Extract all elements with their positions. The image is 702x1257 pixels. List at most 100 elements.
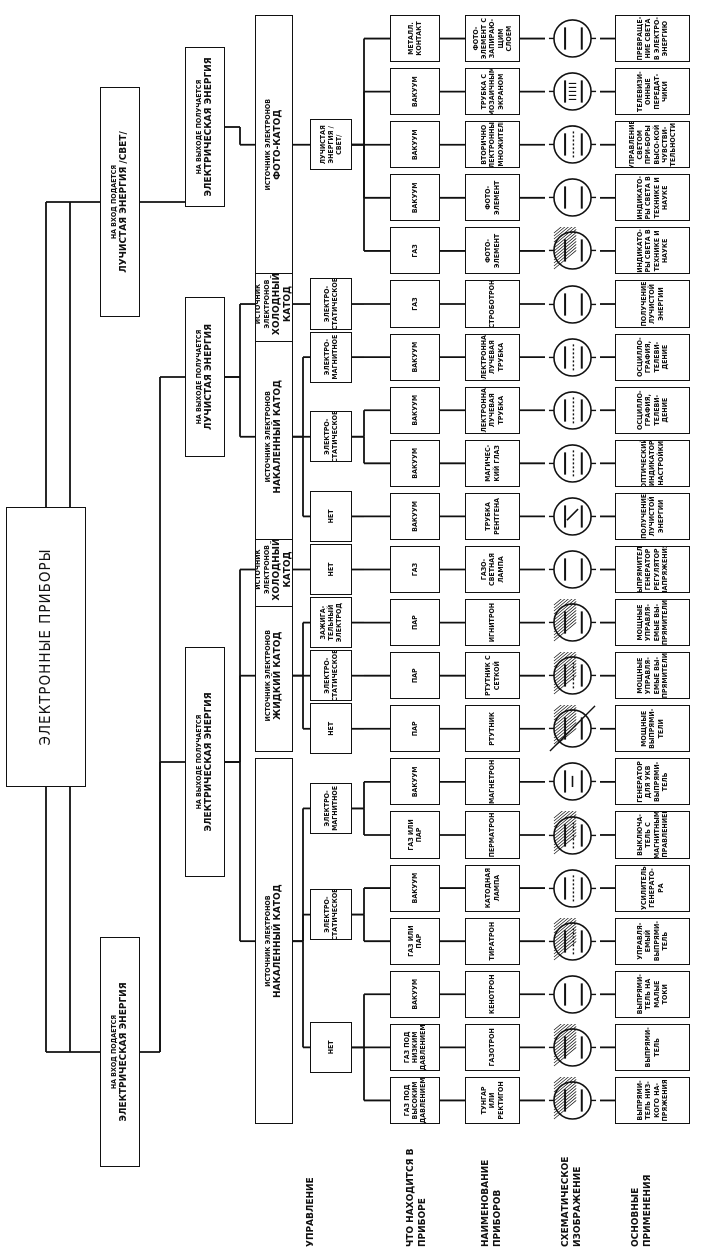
medium-box: ВАКУУМ (390, 758, 440, 806)
source-label-big: НАКАЛЕННЫЙ КАТОД (272, 884, 284, 998)
tube-symbol-vac (548, 974, 597, 1014)
device-name-box: КЕНОТРОН (465, 970, 520, 1018)
application-box: МОЩНЫЕ УПРАВЛЯ-ЕМЫЕ ВЫ-ПРЯМИТЕЛИ (615, 599, 690, 647)
row-label-uses: ОСНОВНЫЕ ПРИМЕНЕНИЯ (630, 1174, 653, 1247)
device-name-box: ФОТО-ЭЛЕМЕНТ (465, 174, 520, 222)
device-name-box: ВТОРИЧНО ЭЛЕКТРОННЫЙ УМНОЖИТЕЛЬ (465, 121, 520, 169)
source-label-small: ИСТОЧНИК ЭЛЕКТРОНОВ (255, 545, 271, 595)
device-name-box: КАТОДНАЯ ЛАМПА (465, 864, 520, 912)
application-box: ПОЛУЧЕНИЕ ЛУЧИСТОЙ ЭНЕРГИИ (615, 492, 690, 540)
medium-box: ГАЗ ПОД НИЗКИМ ДАВЛЕНИЕМ (390, 1023, 440, 1071)
device-name-box: ИГНИТРОН (465, 599, 520, 647)
tube-symbol-eye (548, 443, 597, 483)
source-label-big: ФОТО-КАТОД (272, 109, 284, 180)
tube-symbol-crt (548, 337, 597, 377)
tube-symbol-gas (548, 599, 597, 642)
medium-box: ВАКУУМ (390, 174, 440, 222)
row-label-control: УПРАВЛЕНИЕ (305, 1177, 316, 1247)
medium-box: ВАКУУМ (390, 439, 440, 487)
medium-box: ВАКУУМ (390, 386, 440, 434)
medium-box: ВАКУУМ (390, 121, 440, 169)
output-label-small: НА ВЫХОДЕ ПОЛУЧАЕТСЯ (195, 329, 204, 425)
diagram-title-text: ЭЛЕКТРОННЫЕ ПРИБОРЫ (36, 548, 55, 746)
application-box: ВЫКЛЮЧА-ТЕЛЬ С МАГНИТНЫМ УПРАВЛЕНИЕМ (615, 811, 690, 859)
tube-symbol-triode (548, 868, 597, 908)
application-box: ОСЦИЛЛО-ГРАФИЯ, ТЕЛЕВИ-ДЕНИЕ (615, 333, 690, 381)
output-light-box: НА ВЫХОДЕ ПОЛУЧАЕТСЯ ЛУЧИСТАЯ ЭНЕРГИЯ (185, 297, 225, 457)
device-name-box: МАГНЕТРОН (465, 758, 520, 806)
application-box: ГЕНЕРАТОР ДЛЯ УКВ ВЫПРЯМИ-ТЕЛЬ (615, 758, 690, 806)
device-name-box: ФОТО-ЭЛЕМЕНТ С ЗАПИРАЮ-ЩИМ СЛОЕМ (465, 15, 520, 63)
tube-symbol-gasgrid (548, 652, 597, 696)
output-label-small: НА ВЫХОДЕ ПОЛУЧАЕТСЯ (195, 714, 204, 810)
control-box: НЕТ (310, 1021, 352, 1073)
medium-box: ГАЗ (390, 545, 440, 594)
device-name-box: ЭЛЕКТРОННАЯ ЛУЧЕВАЯ ТРУБКА (465, 386, 520, 434)
medium-box: ВАКУУМ (390, 970, 440, 1018)
medium-box: ГАЗ ИЛИ ПАР (390, 811, 440, 859)
input-label-big: ЛУЧИСТАЯ ЭНЕРГИЯ /СВЕТ/ (118, 131, 130, 273)
application-box: ОПТИЧЕСКИЙ ИНДИКАТОР НАСТРОЙКИ (615, 439, 690, 487)
medium-box: ГАЗ ПОД ВЫСОКИМ ДАВЛЕНИЕМ (390, 1076, 440, 1124)
output-label-big: ЭЛЕКТРИЧЕСКАЯ ЭНЕРГИЯ (203, 692, 215, 832)
tube-symbol-photo (548, 178, 597, 218)
tube-symbol-gasgrid (548, 917, 597, 961)
tube-symbol-photo (548, 19, 597, 58)
application-box: МОЩНЫЕ УПРАВЛЯ-ЕМЫЕ ВЫ-ПРЯМИТЕЛИ (615, 652, 690, 700)
control-box: НЕТ (310, 490, 352, 542)
tube-symbol-crt (548, 390, 597, 430)
device-name-box: МАГИЧЕС-КИЙ ГЛАЗ (465, 439, 520, 487)
output-label-big: ЭЛЕКТРИЧЕСКАЯ ЭНЕРГИЯ (203, 57, 215, 197)
application-box: УСИЛИТЕЛЬ ГЕНЕРАТО-РА (615, 864, 690, 912)
source-label-big: ХОЛОДНЫЙ КАТОД (270, 538, 293, 601)
tube-symbol-gas (548, 1023, 597, 1067)
application-box: ВЫПРЯМИ-ТЕЛЬ НИЗ-КОГО НА-ПРЯЖЕНИЯ (615, 1076, 690, 1124)
tube-symbol-gas (548, 1076, 597, 1120)
device-name-box: ФОТО-ЭЛЕМЕНТ (465, 227, 520, 275)
device-name-box: РТУТНИК (465, 705, 520, 753)
row-label-device-name: НАИМЕНОВАНИЕ ПРИБОРОВ (480, 1159, 503, 1247)
medium-box: ПАР (390, 705, 440, 753)
control-box: НЕТ (310, 543, 352, 596)
application-box: ИНДИКАТО-РЫ СВЕТА В ТЕХНИКЕ И НАУКЕ (615, 227, 690, 275)
row-label-symbol: СХЕМАТИЧЕСКОЕ ИЗОБРАЖЕНИЕ (560, 1156, 583, 1247)
medium-box: МЕТАЛЛ. КОНТАКТ (390, 15, 440, 63)
application-box: ПРЕВРАЩЕ-НИЕ СВЕТА В ЭЛЕКТРО-ЭНЕРГИЮ (615, 15, 690, 63)
application-box: ОСЦИЛЛО-ГРАФИЯ, ТЕЛЕВИ-ДЕНИЕ (615, 386, 690, 434)
device-name-box: ЭЛЕКТРОННАЯ ЛУЧЕВАЯ ТРУБКА (465, 333, 520, 381)
tube-symbol-mag (548, 762, 597, 802)
input-light-box: НА ВХОД ПОДАЕТСЯ ЛУЧИСТАЯ ЭНЕРГИЯ /СВЕТ/ (100, 87, 140, 317)
source-label-small: ИСТОЧНИК ЭЛЕКТРОНОВ (264, 99, 273, 191)
control-box: ЭЛЕКТРО-СТАТИЧЕСКОЕ (310, 411, 352, 463)
application-box: МОЩНЫЕ ВЫПРЯМИ-ТЕЛИ (615, 705, 690, 753)
device-name-box: ТИРАТРОН (465, 917, 520, 965)
diagram-title: ЭЛЕКТРОННЫЕ ПРИБОРЫ (6, 507, 86, 787)
tube-symbol-gas (548, 227, 597, 271)
tube-symbol-vac (548, 284, 597, 324)
control-box: ЛУЧИСТАЯ ЭНЕРГИЯ /СВЕТ/ (310, 119, 352, 171)
row-label-medium: ЧТО НАХОДИТСЯ В ПРИБОРЕ (405, 1148, 428, 1247)
medium-box: ВАКУУМ (390, 68, 440, 116)
medium-box: ГАЗ (390, 227, 440, 275)
medium-box: ГАЗ ИЛИ ПАР (390, 917, 440, 965)
control-box: ЭЛЕКТРО-СТАТИЧЕСКОЕ (310, 889, 352, 941)
medium-box: ГАЗ (390, 280, 440, 328)
tube-symbol-mult (548, 125, 597, 165)
application-box: ИНДИКАТО-РЫ СВЕТА В ТЕХНИКЕ И НАУКЕ (615, 174, 690, 222)
control-box: ЗАЖИГА-ТЕЛЬНЫЙ ЭЛЕКТРОД (310, 597, 352, 649)
device-name-box: ТРУБКА С МОЗАИЧНЫМ ЭКРАНОМ (465, 68, 520, 116)
application-box: УПРАВЛЯ-ЕМЫЙ ВЫПРЯМИ-ТЕЛЬ (615, 917, 690, 965)
output-electric-box: НА ВЫХОДЕ ПОЛУЧАЕТСЯ ЭЛЕКТРИЧЕСКАЯ ЭНЕРГ… (185, 647, 225, 877)
medium-box: ВАКУУМ (390, 864, 440, 912)
tube-symbol-gasgrid (548, 811, 597, 855)
device-name-box: ГАЗОТРОН (465, 1023, 520, 1071)
input-label-small: НА ВХОД ПОДАЕТСЯ (110, 164, 119, 240)
